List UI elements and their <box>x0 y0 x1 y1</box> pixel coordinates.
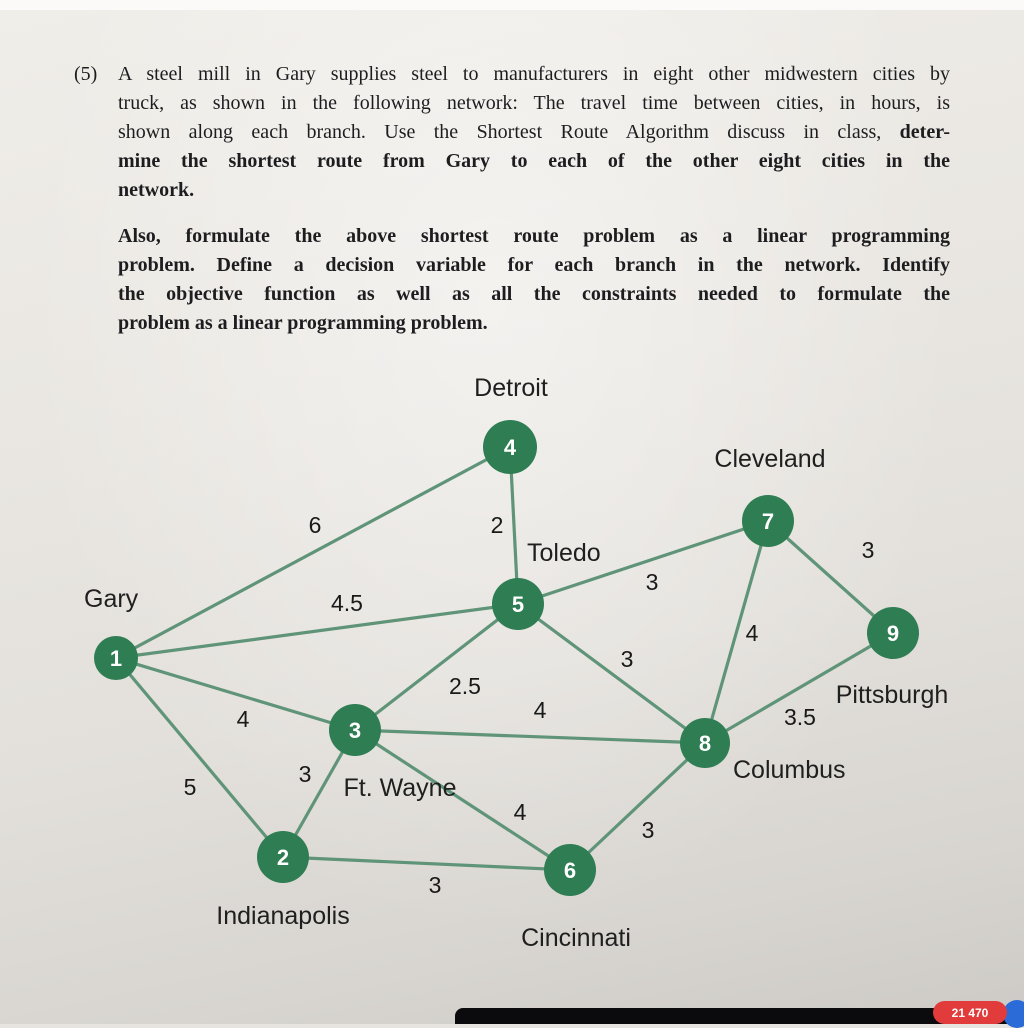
edge-weight-label: 2 <box>491 512 504 538</box>
network-node-6 <box>544 844 596 896</box>
edge-weight-label: 3 <box>642 817 655 843</box>
network-edge-1-3 <box>115 656 356 732</box>
node-number-label: 5 <box>512 592 524 617</box>
problem-paragraph-2: Also, formulate the above shortest route… <box>118 222 950 338</box>
problem-text-line: problem. Define a decision variable for … <box>118 254 950 276</box>
problem-text-line: A steel mill in Gary supplies steel to m… <box>118 63 950 85</box>
network-edge-7-9 <box>766 519 895 635</box>
problem-text-line: problem as a linear programming problem. <box>118 312 488 334</box>
city-label-pittsburgh: Pittsburgh <box>836 681 949 709</box>
problem-text-line: the objective function as well as all th… <box>118 283 950 305</box>
city-label-cincinnati: Cincinnati <box>521 924 631 952</box>
network-node-5 <box>492 578 544 630</box>
network-edge-1-5 <box>115 602 519 660</box>
network-node-7 <box>742 495 794 547</box>
network-node-1 <box>94 636 138 680</box>
network-edge-1-4 <box>115 445 511 660</box>
network-edge-3-8 <box>354 728 706 745</box>
edge-weight-label: 3 <box>429 872 442 898</box>
city-label-indianapolis: Indianapolis <box>216 902 349 930</box>
edge-weight-label: 2.5 <box>449 673 481 699</box>
network-node-4 <box>483 420 537 474</box>
problem-text-line: network. <box>118 179 195 201</box>
network-edge-6-8 <box>568 741 707 872</box>
problem-number: (5) <box>74 63 98 85</box>
edge-weight-label: 4 <box>746 620 759 646</box>
notification-badge[interactable]: 21 470 <box>933 1001 1007 1024</box>
city-label-gary: Gary <box>84 585 139 613</box>
node-number-label: 9 <box>887 621 899 646</box>
problem-paragraph-1: A steel mill in Gary supplies steel to m… <box>118 60 950 205</box>
problem-text-line: shown along each branch. Use the Shortes… <box>118 121 950 143</box>
problem-text-line: Also, formulate the above shortest route… <box>118 225 950 247</box>
network-node-3 <box>329 704 381 756</box>
edge-weight-label: 5 <box>184 774 197 800</box>
network-edge-5-8 <box>517 602 706 745</box>
node-number-label: 1 <box>110 646 122 671</box>
bottom-bar <box>455 1008 1024 1024</box>
edge-weight-label: 3 <box>299 761 312 787</box>
edge-weight-label: 3.5 <box>784 704 816 730</box>
city-label-detroit: Detroit <box>474 374 548 402</box>
problem-text-line: mine the shortest route from Gary to eac… <box>118 150 950 172</box>
network-node-8 <box>680 718 730 768</box>
network-edge-5-7 <box>517 519 769 606</box>
network-edge-3-5 <box>354 602 519 732</box>
edge-weight-label: 3 <box>621 646 634 672</box>
edge-weight-label: 4 <box>534 697 547 723</box>
network-edge-8-9 <box>704 631 894 745</box>
edge-weight-label: 4.5 <box>331 590 363 616</box>
app-icon-blue[interactable] <box>1003 1000 1024 1028</box>
problem-statement: A steel mill in Gary supplies steel to m… <box>118 60 950 338</box>
network-edge-2-6 <box>282 855 571 872</box>
node-number-label: 6 <box>564 858 576 883</box>
node-number-label: 7 <box>762 509 774 534</box>
city-label-ft-wayne: Ft. Wayne <box>344 774 457 802</box>
node-number-label: 2 <box>277 845 289 870</box>
network-node-9 <box>867 607 919 659</box>
city-label-cleveland: Cleveland <box>714 445 825 473</box>
node-number-label: 8 <box>699 731 711 756</box>
network-edge-1-2 <box>114 656 285 859</box>
edge-weight-label: 4 <box>514 799 527 825</box>
city-label-toledo: Toledo <box>527 539 601 567</box>
network-node-2 <box>257 831 309 883</box>
problem-text-line: truck, as shown in the following network… <box>118 92 950 114</box>
city-label-columbus: Columbus <box>733 756 846 784</box>
edge-weight-label: 6 <box>309 512 322 538</box>
top-strip <box>0 0 1024 10</box>
node-number-label: 4 <box>504 435 517 460</box>
edge-weight-label: 4 <box>237 706 250 732</box>
node-number-label: 3 <box>349 718 361 743</box>
network-edge-7-8 <box>703 520 770 744</box>
network-edge-3-6 <box>354 728 571 872</box>
edge-weight-label: 3 <box>862 537 875 563</box>
edge-weight-label: 3 <box>646 569 659 595</box>
